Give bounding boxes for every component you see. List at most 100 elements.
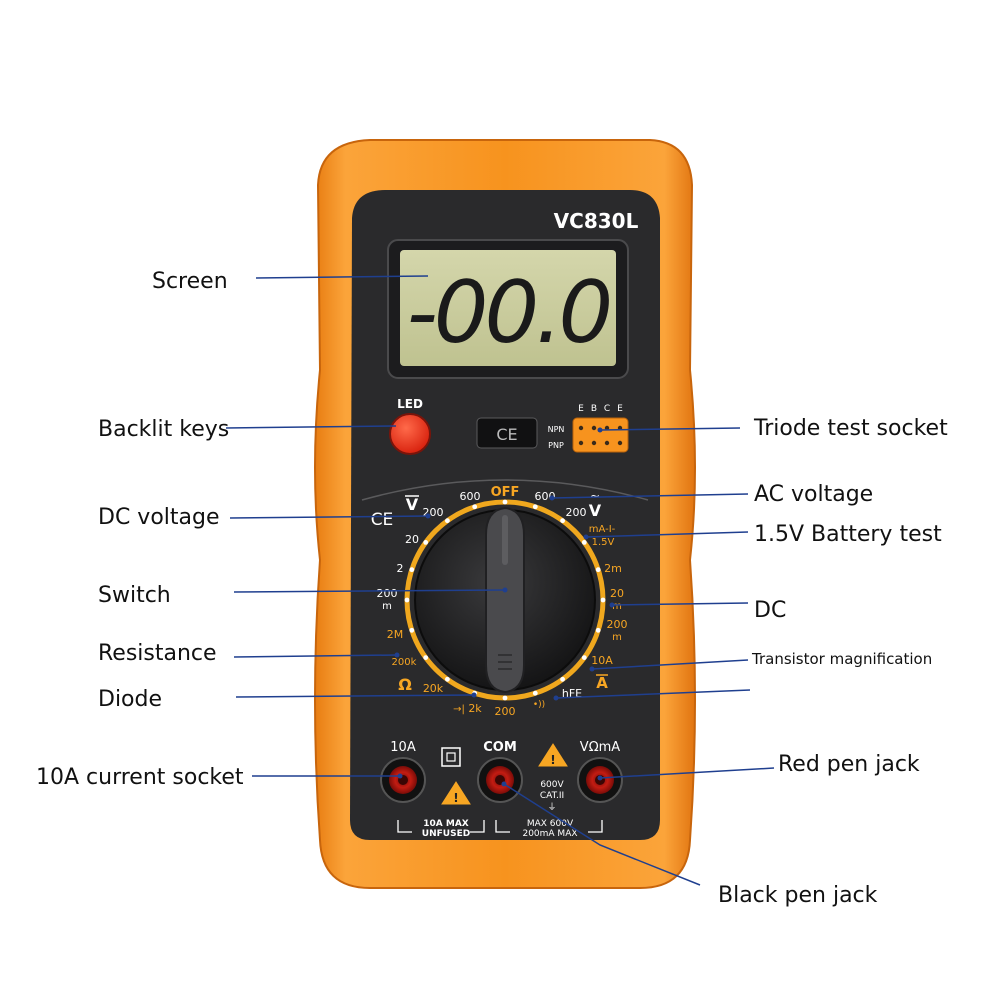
- svg-text:!: !: [453, 791, 458, 805]
- dial-ohm-2k: 2k: [468, 702, 482, 715]
- dial-tick: [560, 676, 565, 682]
- callout-battery-test: 1.5V Battery test: [754, 522, 942, 547]
- svg-text:!: !: [550, 753, 555, 767]
- callout-line-resistance: [233, 654, 398, 658]
- callout-line-hfe: [555, 689, 751, 699]
- pin-label-3: C: [604, 404, 610, 414]
- pnp-label: PNP: [548, 441, 564, 450]
- dial-ohm-20k: 20k: [423, 682, 444, 695]
- dial-ohm-symbol: Ω: [398, 675, 412, 694]
- dial-tick: [532, 690, 538, 696]
- callout-lines: [225, 275, 775, 886]
- note-200ma-max: 200mA MAX: [522, 829, 577, 839]
- ce-mark-icon: CE: [371, 510, 394, 530]
- ce-badge-mark: CE: [496, 425, 517, 444]
- rating-600v: 600V: [540, 780, 564, 790]
- note-10a-max: 10A MAX: [423, 819, 469, 829]
- dial-ticks: [404, 499, 606, 701]
- dial-dca-a: A: [596, 674, 608, 692]
- dial-tick: [423, 540, 429, 545]
- note-bracket-right: [495, 820, 603, 833]
- dial-tick: [423, 655, 429, 660]
- callout-dots: [394, 427, 615, 787]
- callout-line-backlit: [225, 425, 397, 429]
- dial-tick: [404, 597, 410, 603]
- callout-backlit-keys: Backlit keys: [98, 417, 229, 442]
- callout-line-dc: [611, 602, 749, 606]
- dial-tick: [560, 518, 565, 524]
- lcd-reading: -00.0: [407, 263, 610, 363]
- dial-tick: [595, 567, 601, 573]
- ce-badge: [476, 417, 538, 449]
- warning-icon: [441, 781, 471, 805]
- dial-tick: [600, 597, 606, 603]
- jack-label-com: COM: [483, 740, 517, 755]
- jack-label-10a: 10A: [390, 740, 416, 755]
- dial-dcv-600: 600: [460, 490, 481, 503]
- pin-label-4: E: [617, 404, 623, 414]
- dial-acv-200: 200: [566, 506, 587, 519]
- dial-dca-200m: 200: [607, 618, 628, 631]
- dial-ohm-200k: 200k: [392, 657, 417, 668]
- dial-dcv-20: 20: [405, 533, 419, 546]
- pin-label-2: B: [591, 404, 597, 414]
- dial-battery-label: mA-I-: [589, 524, 616, 535]
- callout-line-black-pen: [503, 783, 701, 886]
- dial-ohm-2m: 2M: [387, 628, 404, 641]
- dial-tick: [502, 695, 508, 701]
- dial-dcv-200m: 200: [377, 587, 398, 600]
- rating-cat: CAT.II: [540, 791, 564, 801]
- note-unfused: UNFUSED: [422, 829, 470, 839]
- callout-resistance: Resistance: [98, 641, 217, 666]
- led-button[interactable]: [389, 413, 431, 455]
- callout-line-dc-voltage: [229, 515, 429, 519]
- dial-buzz: •)): [533, 700, 545, 710]
- callout-current-socket: 10A current socket: [36, 765, 244, 790]
- model-name: VC830L: [554, 209, 639, 233]
- dial-off: OFF: [491, 485, 520, 500]
- dial-ohm-200: 200: [495, 705, 516, 718]
- dial-tick: [445, 518, 450, 524]
- warning-icon: [538, 743, 568, 767]
- dial-dcv-200: 200: [423, 506, 444, 519]
- knob-grip[interactable]: [485, 506, 525, 694]
- callout-line-screen: [255, 275, 429, 279]
- callout-line-red-pen: [599, 767, 775, 779]
- callout-diode: Diode: [98, 687, 162, 712]
- double-insulation-icon: [441, 747, 461, 767]
- transistor-socket[interactable]: [572, 417, 629, 453]
- dial-tick: [595, 627, 601, 633]
- callout-dc-voltage: DC voltage: [98, 505, 220, 530]
- dial-labels: OFF 600 600 V V ~ 200 200 CE 20 2 200 m …: [371, 485, 628, 718]
- callout-dc: DC: [754, 598, 786, 623]
- dial-tick: [472, 504, 478, 510]
- callout-line-transistor: [591, 659, 749, 670]
- callout-line-switch: [233, 589, 506, 593]
- transistor-pin-labels: E B C E: [578, 404, 623, 414]
- note-max-600v: MAX 600V: [527, 819, 574, 829]
- dial-tick: [409, 567, 415, 573]
- dial-dca-200m-unit: m: [612, 632, 622, 643]
- dial-acv-symbol: V: [589, 501, 602, 520]
- callout-ac-voltage: AC voltage: [754, 482, 873, 507]
- dial-tick: [532, 504, 538, 510]
- callout-line-battery: [585, 531, 749, 538]
- callout-line-ac: [551, 493, 749, 499]
- dial-dcv-symbol: V: [406, 495, 419, 514]
- dial-dca-20m-unit: m: [612, 601, 622, 612]
- callout-triode-socket: Triode test socket: [753, 416, 948, 441]
- note-bracket-left: [397, 820, 485, 833]
- jack-label-vohm: VΩmA: [580, 740, 620, 755]
- dial-dca-20m: 20: [610, 587, 624, 600]
- dial-tick: [445, 676, 450, 682]
- led-label: LED: [397, 397, 423, 411]
- dial-dca-2m: 2m: [604, 562, 622, 575]
- ac-wave-icon: ~: [590, 489, 600, 503]
- callout-line-diode: [235, 694, 475, 698]
- dial-tick: [502, 499, 508, 505]
- knob-pointer: [502, 515, 508, 565]
- callout-screen: Screen: [152, 269, 228, 294]
- dial-diode: →|: [453, 704, 465, 715]
